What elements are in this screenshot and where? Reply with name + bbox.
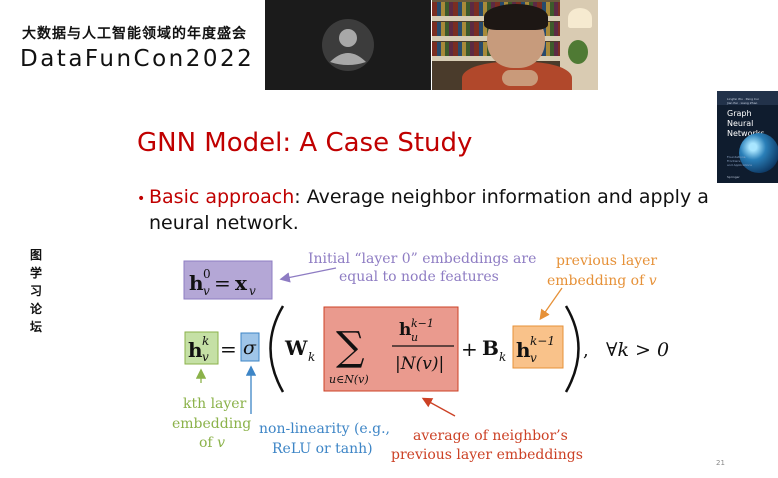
avg-note-line2: previous layer embeddings [391,447,583,463]
layer0-note-line2: equal to node features [339,269,499,285]
main-formula: h k v = σ W k ∑ u∈N(v) h k−1 u |N(v)| + … [188,305,669,393]
globe-icon [739,133,778,173]
slide-page-number: 21 [716,459,725,467]
nonlin-note-line2: ReLU or tanh) [272,441,373,457]
svg-text:∑: ∑ [336,324,365,370]
svg-text:u∈N(v): u∈N(v) [329,373,369,386]
participant-video-tile[interactable] [265,0,431,90]
bullet-highlight: Basic approach [149,186,295,208]
bullet-dot-icon: • [137,191,146,207]
svg-text:x: x [235,271,248,295]
svg-text:v: v [202,350,209,364]
forum-side-label: 图学习论坛 [29,248,42,334]
svg-text:v: v [530,351,537,365]
book-publisher: Springer [727,175,740,179]
svg-text:|N(v)|: |N(v)| [395,354,444,374]
presenter-video-tile[interactable] [432,0,598,90]
svg-text:v: v [249,284,256,298]
svg-text:k: k [308,350,315,364]
svg-text:W: W [284,336,308,360]
bullet-text-line2: neural network. [149,212,299,234]
kth-note-line2: embedding [172,416,251,432]
book-title: Graph Neural Networks [727,109,765,138]
slide-title: GNN Model: A Case Study [137,128,473,158]
svg-text:k: k [499,350,506,364]
svg-text:v: v [203,284,210,298]
svg-text:h: h [399,320,411,340]
kth-note-line1: kth layer [183,396,247,412]
bullet-text-line1: Basic approach: Average neighbor informa… [149,186,709,208]
svg-text:B: B [482,336,499,360]
svg-text:=: = [214,271,231,295]
avg-note-line1: average of neighbor’s [413,428,568,444]
conference-subtitle: 大数据与人工智能领域的年度盛会 [22,26,247,42]
nonlinearity-box [240,332,260,362]
layer0-formula: h 0 v = x v [189,267,256,298]
svg-text:k−1: k−1 [530,334,555,348]
prev-note-line2: embedding of v [547,273,657,289]
layer0-note-line1: Initial “layer 0” embeddings are [308,251,536,267]
svg-text:+: + [461,337,478,361]
forall-condition: ∀k > 0 [606,339,669,361]
svg-text:k−1: k−1 [411,317,434,330]
svg-text:h: h [516,338,531,362]
conference-title: DataFunCon2022 [20,46,255,72]
user-avatar-icon [322,19,374,71]
svg-text:k: k [202,334,209,348]
svg-text:0: 0 [203,267,211,281]
layer0-formula-box [183,260,273,300]
svg-text:h: h [188,338,203,362]
bullet-rest: : Average neighbor information and apply… [294,186,709,208]
prev-note-line1: previous layer [556,253,657,269]
svg-text:σ: σ [243,337,257,359]
svg-text:u: u [411,331,418,344]
svg-text:=: = [220,337,237,361]
svg-text:,: , [583,340,589,361]
nonlin-note-line1: non-linearity (e.g., [259,421,390,437]
prev-embedding-box [512,325,564,369]
kth-note-line3: of v [199,435,225,451]
svg-text:h: h [189,271,204,295]
neighbor-average-box [323,306,459,392]
book-subtitle: Foundations,Frontiers,and Applications [727,155,752,167]
kth-embedding-box [184,331,219,365]
